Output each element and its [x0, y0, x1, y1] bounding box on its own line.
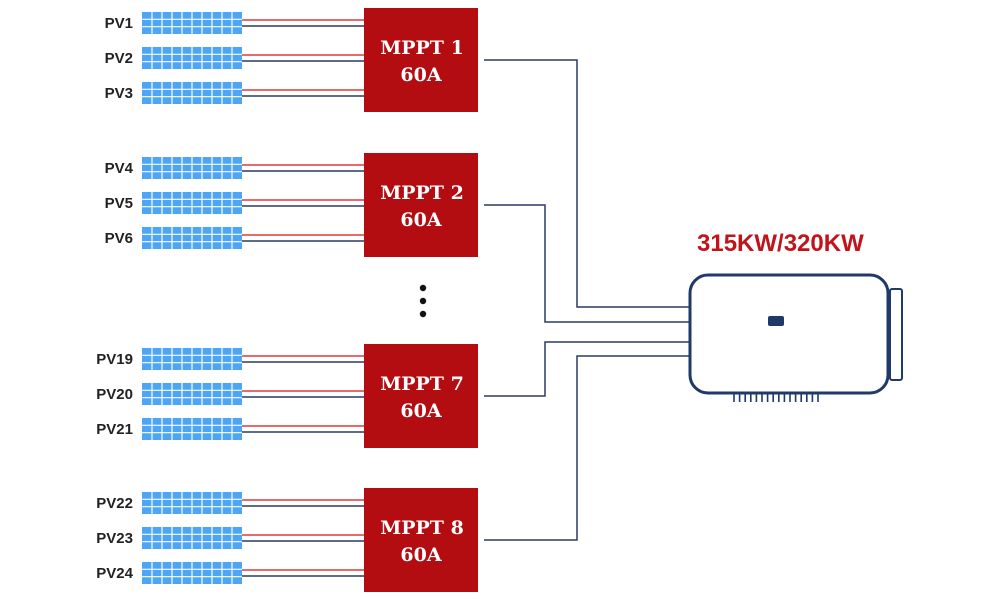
pv-string-label: PV24: [96, 565, 133, 582]
inverter-vent-icon: [733, 393, 819, 402]
pv-string: PV1: [105, 12, 242, 34]
mppt-name: MPPT 2: [380, 182, 464, 204]
pv-string: PV24: [96, 562, 242, 584]
mppt-box: MPPT 2 60A: [364, 153, 478, 257]
pv-string: PV6: [105, 227, 242, 249]
mppt-output-line: [484, 204, 690, 323]
inverter-body: [688, 273, 890, 395]
more-mppt-ellipsis: [419, 284, 427, 318]
pv-string: PV19: [96, 348, 242, 370]
inverter: [688, 273, 903, 402]
pv-wire-pair: [242, 355, 364, 363]
pv-string: PV4: [105, 157, 242, 179]
pv-string-label: PV5: [105, 195, 133, 212]
pv-wire-pair: [242, 19, 364, 27]
mppt-box-bg: [364, 153, 478, 257]
mppt-current: 60A: [400, 209, 441, 231]
pv-string-label: PV4: [105, 160, 134, 177]
pv-string-label: PV19: [96, 351, 133, 368]
pv-wire-pair: [242, 534, 364, 542]
solar-panel-icon: [142, 492, 242, 514]
pv-string-label: PV6: [105, 230, 133, 247]
pv-string: PV3: [105, 82, 242, 104]
mppt-box: MPPT 1 60A: [364, 8, 478, 112]
solar-panel-icon: [142, 562, 242, 584]
mppt-output-line: [484, 341, 690, 397]
mppt-box-bg: [364, 8, 478, 112]
pv-wire-pair: [242, 425, 364, 433]
pv-string-label: PV20: [96, 386, 133, 403]
pv-wire-pair: [242, 54, 364, 62]
solar-panel-icon: [142, 527, 242, 549]
pv-string-label: PV21: [96, 421, 133, 438]
solar-panel-icon: [142, 157, 242, 179]
mppt-controllers: MPPT 1 60A MPPT 2 60A MPPT 7 60A MPPT 8 60A: [364, 8, 478, 592]
mppt-output-line: [484, 355, 690, 541]
solar-panel-icon: [142, 383, 242, 405]
solar-panel-icon: [142, 227, 242, 249]
pv-string-label: PV1: [105, 15, 133, 32]
inverter-display-icon: [768, 316, 784, 326]
pv-string: PV20: [96, 383, 242, 405]
mppt-output-line: [484, 59, 690, 308]
inverter-rating-label: 315KW/320KW: [697, 230, 864, 257]
mppt-current: 60A: [400, 64, 441, 86]
pv-string-label: PV2: [105, 50, 133, 67]
ellipsis-dot: [419, 284, 427, 292]
mppt-box-bg: [364, 344, 478, 448]
mppt-name: MPPT 1: [380, 37, 464, 59]
pv-string-label: PV3: [105, 85, 133, 102]
pv-string: PV23: [96, 527, 242, 549]
wiring: [242, 19, 690, 577]
mppt-box: MPPT 8 60A: [364, 488, 478, 592]
solar-panel-icon: [142, 12, 242, 34]
solar-panel-icon: [142, 47, 242, 69]
mppt-name: MPPT 7: [380, 373, 464, 395]
mppt-current: 60A: [400, 544, 441, 566]
pv-wire-pair: [242, 89, 364, 97]
pv-wire-pair: [242, 199, 364, 207]
pv-string-label: PV23: [96, 530, 133, 547]
mppt-box-bg: [364, 488, 478, 592]
pv-string: PV2: [105, 47, 242, 69]
solar-panel-icon: [142, 348, 242, 370]
pv-wire-pair: [242, 390, 364, 398]
pv-wire-pair: [242, 499, 364, 507]
pv-string: PV22: [96, 492, 242, 514]
solar-panel-icon: [142, 192, 242, 214]
ellipsis-dot: [419, 297, 427, 305]
pv-string: PV5: [105, 192, 242, 214]
pv-wire-pair: [242, 569, 364, 577]
solar-panel-icon: [142, 82, 242, 104]
inverter-side-handle: [889, 288, 903, 381]
ellipsis-dot: [419, 310, 427, 318]
pv-wire-pair: [242, 164, 364, 172]
mppt-current: 60A: [400, 400, 441, 422]
pv-string-label: PV22: [96, 495, 133, 512]
pv-strings: PV1PV2PV3PV4PV5PV6PV19PV20PV21PV22PV23PV…: [96, 12, 242, 584]
pv-wire-pair: [242, 234, 364, 242]
mppt-name: MPPT 8: [380, 517, 464, 539]
mppt-box: MPPT 7 60A: [364, 344, 478, 448]
solar-panel-icon: [142, 418, 242, 440]
pv-string: PV21: [96, 418, 242, 440]
